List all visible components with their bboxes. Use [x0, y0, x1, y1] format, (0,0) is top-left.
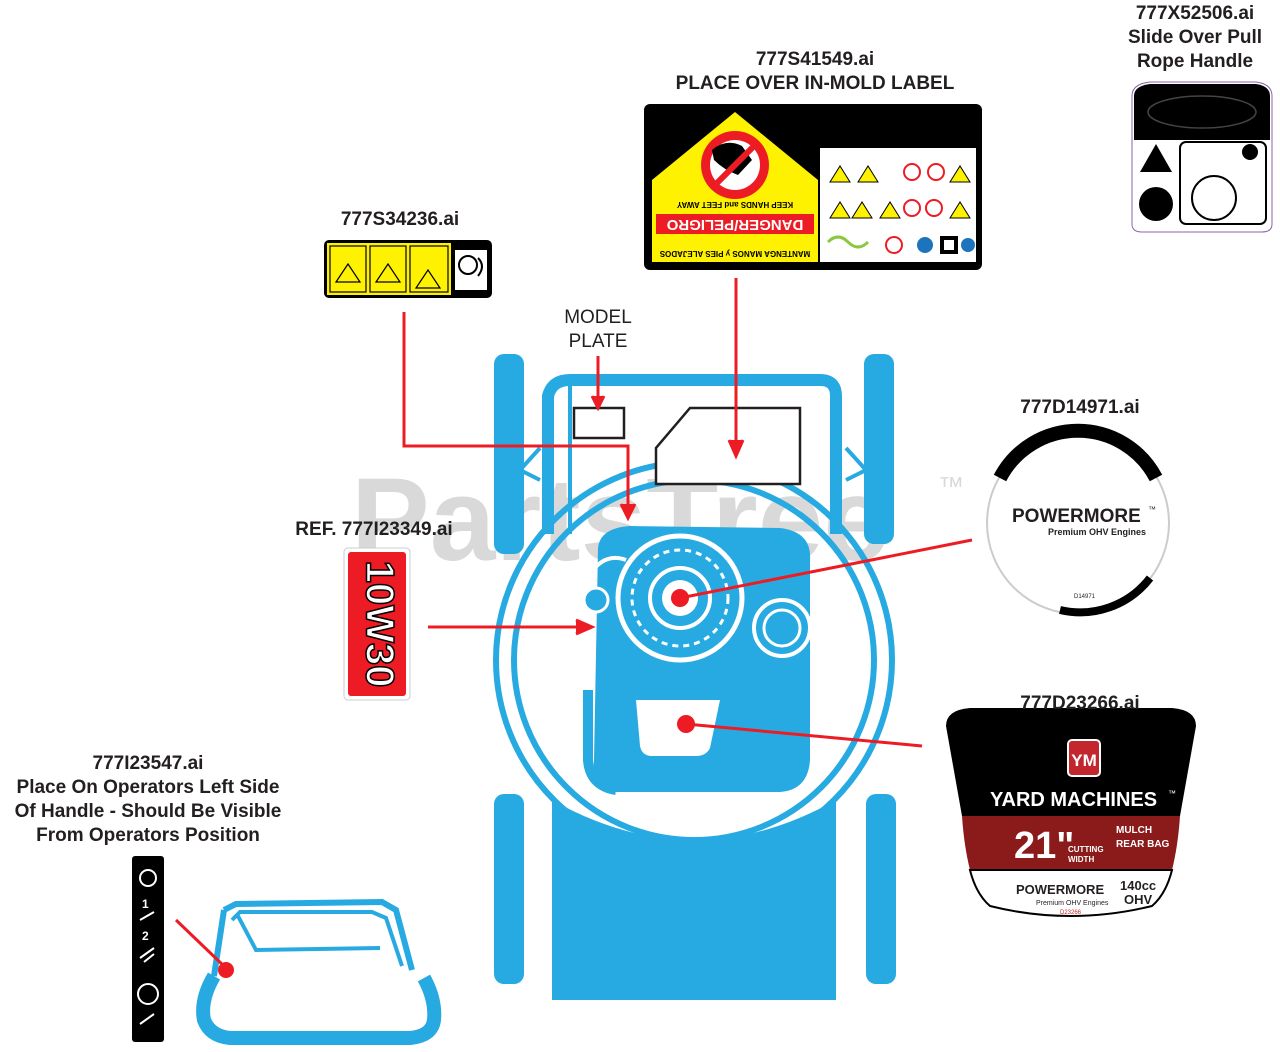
s34236-label: 777S34236.ai	[340, 209, 460, 230]
model-plate-line2: PLATE	[568, 331, 628, 352]
handle-label: 777I23547.ai Place On Operators Left Sid…	[0, 752, 296, 848]
danger-line2: MANTENGA MANOS y PIES ALEJADOS	[659, 249, 810, 258]
d23266-label: 777D23266.ai	[1020, 693, 1140, 714]
front-right-wheel	[866, 794, 896, 984]
rear-right-wheel	[864, 354, 894, 544]
pull-rope-label: 777X52506.ai Slide Over Pull Rope Handle	[1110, 2, 1280, 74]
powermore-round-sub: Premium OHV Engines	[1048, 527, 1146, 537]
pull-rope-decal	[1131, 81, 1273, 233]
model-plate-spot	[572, 406, 626, 440]
oil-decal: 10W30	[343, 547, 411, 701]
rear-housing	[542, 374, 842, 534]
pull-rope-label-line3: Rope Handle	[1136, 51, 1254, 72]
handle-label-line3: Of Handle - Should Be Visible	[14, 801, 282, 822]
powermore-round-code: D14971	[1074, 594, 1096, 600]
powermore-round-brand: POWERMORE	[1012, 506, 1141, 527]
handle-strip-decal: 1 2	[132, 856, 164, 1042]
in-mold-label-spot	[654, 406, 802, 486]
ym-cc: 140cc	[1120, 878, 1156, 893]
powermore-round-tm: ™	[1148, 505, 1156, 514]
pull-rope-label-line1: 777X52506.ai	[1135, 3, 1255, 24]
handle-label-line2: Place On Operators Left Side	[16, 777, 280, 798]
handle-step2: 2	[142, 929, 149, 943]
leader-dot-handle	[218, 962, 234, 978]
ym-brand: YARD MACHINES	[990, 789, 1157, 811]
in-mold-label-line2: PLACE OVER IN-MOLD LABEL	[675, 73, 955, 94]
ym-engine-brand: POWERMORE	[1016, 882, 1104, 897]
ym-mulch: MULCH	[1116, 825, 1152, 836]
model-plate-line1: MODEL	[564, 307, 632, 328]
ym-width: WIDTH	[1068, 855, 1094, 864]
handle-illustration	[196, 898, 442, 1045]
s34236-decal	[324, 240, 492, 298]
model-plate-label: MODEL PLATE	[540, 306, 656, 354]
handle-label-line4: From Operators Position	[36, 825, 260, 846]
ym-tm: ™	[1168, 789, 1176, 798]
danger-line1: KEEP HANDS and FEET AWAY	[676, 200, 793, 209]
mower-illustration	[493, 354, 896, 1000]
in-mold-label: 777S41549.ai PLACE OVER IN-MOLD LABEL	[640, 48, 990, 96]
oil-text: 10W30	[357, 561, 401, 688]
leader-dot-starter	[671, 589, 689, 607]
yard-machines-decal: YM YARD MACHINES ™ 21" CUTTING WIDTH MUL…	[946, 708, 1196, 917]
ref-oil-label: REF. 777I23349.ai	[295, 519, 453, 540]
ym-engine-sub: Premium OHV Engines	[1036, 900, 1109, 907]
ym-rear-bag: REAR BAG	[1116, 839, 1170, 850]
handle-label-line1: 777I23547.ai	[92, 753, 204, 774]
danger-header: DANGER/PELIGRO	[666, 216, 803, 233]
rear-left-wheel	[494, 354, 524, 554]
danger-decal: KEEP HANDS and FEET AWAY DANGER/PELIGRO …	[644, 104, 982, 270]
handle-step1: 1	[142, 897, 149, 911]
powermore-round-decal: POWERMORE ™ Premium OHV Engines D14971	[986, 423, 1170, 617]
watermark-tm: ™	[938, 471, 964, 501]
pull-rope-label-line2: Slide Over Pull	[1127, 27, 1263, 48]
ym-size: 21"	[1014, 825, 1074, 867]
ym-logo: YM	[1071, 751, 1097, 770]
leader-dot-engine	[677, 715, 695, 733]
d14971-label: 777D14971.ai	[1020, 397, 1140, 418]
ym-ohv: OHV	[1124, 892, 1153, 907]
front-left-wheel	[494, 794, 524, 984]
ym-code: D23266	[1060, 910, 1082, 916]
in-mold-label-line1: 777S41549.ai	[755, 49, 875, 70]
leader-lines	[174, 278, 973, 970]
ym-cutting: CUTTING	[1068, 845, 1104, 854]
